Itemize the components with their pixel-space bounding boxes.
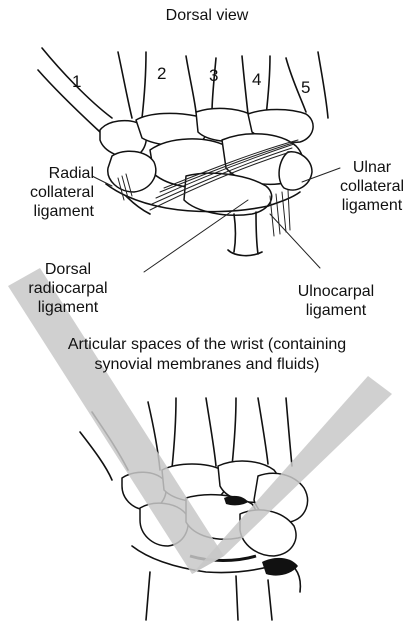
digit-label-3: 3 <box>209 66 218 85</box>
label-line: ligament <box>284 301 388 320</box>
label-line: collateral <box>330 177 414 196</box>
label-line: Ulnar <box>330 158 414 177</box>
digit-label-4: 4 <box>252 70 261 89</box>
label-line: Ulnocarpal <box>284 282 388 301</box>
label-line: ligament <box>10 202 94 221</box>
dorsal-view-drawing <box>38 48 340 272</box>
digit-label-1: 1 <box>72 72 81 91</box>
dorsal-view-title: Dorsal view <box>137 6 277 25</box>
digit-label-2: 2 <box>157 64 166 83</box>
title-line: synovial membranes and fluids) <box>0 355 414 374</box>
label-line: collateral <box>10 183 94 202</box>
digit-label-5: 5 <box>301 78 310 97</box>
synovial-space-distal-radioulnar <box>262 558 298 576</box>
label-line: ligament <box>330 196 414 215</box>
label-line: ligament <box>20 298 116 317</box>
label-line: Radial <box>10 164 94 183</box>
title-line: Articular spaces of the wrist (containin… <box>0 335 414 354</box>
label-line: Dorsal <box>20 260 116 279</box>
label-line: radiocarpal <box>20 279 116 298</box>
